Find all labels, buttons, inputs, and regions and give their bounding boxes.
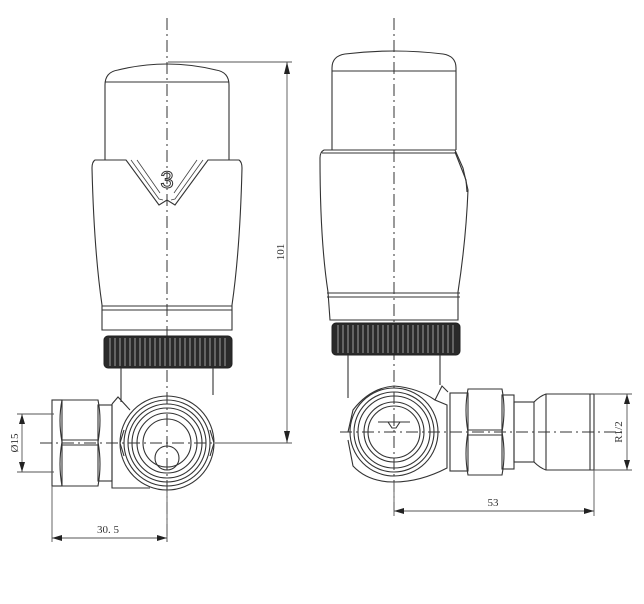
- side-head-cap: [331, 50, 457, 150]
- side-length-dimension: 53: [393, 470, 595, 516]
- thread-dimension-label: R1/2: [613, 421, 625, 442]
- side-knurled-ring: [331, 322, 461, 356]
- thermostatic-head-cap: [104, 63, 230, 160]
- side-valve-body: [347, 385, 449, 483]
- offset-dimension-label: 30. 5: [97, 524, 120, 536]
- knurled-ring: [103, 335, 233, 369]
- setting-number-label: 3: [160, 167, 173, 194]
- diameter-dimension-label: Ø15: [9, 433, 21, 452]
- front-view: 3: [40, 18, 245, 545]
- compression-nut-left: [51, 399, 113, 487]
- side-view: [319, 18, 625, 510]
- thermostatic-head-body: [91, 159, 243, 331]
- side-head-body: [319, 149, 469, 321]
- side-length-dimension-label: 53: [488, 497, 500, 509]
- offset-dimension: 30. 5: [51, 486, 168, 542]
- height-dimension: 101: [168, 61, 292, 444]
- thread-dimension: R1/2: [594, 393, 632, 471]
- diameter-dimension: Ø15: [9, 413, 54, 473]
- height-dimension-label: 101: [275, 244, 287, 261]
